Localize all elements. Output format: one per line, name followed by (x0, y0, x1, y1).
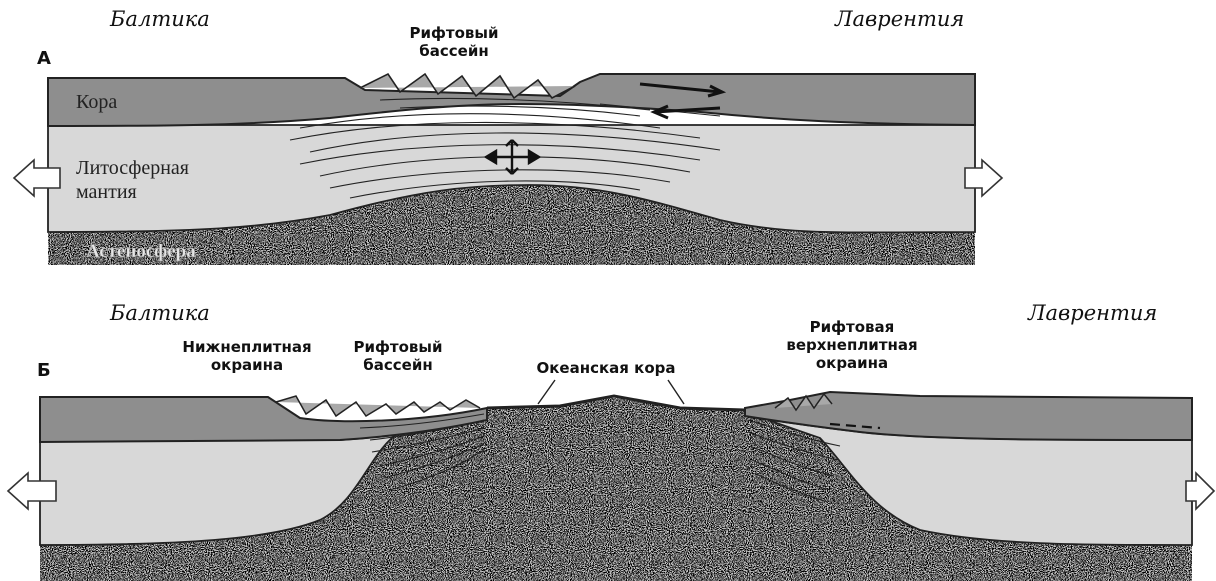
mantle-label-line2: мантия (76, 181, 137, 203)
rift-basin-label-a-line2: бассейн (419, 42, 488, 60)
rift-basin-blocks-b-left (276, 396, 480, 416)
upper-plate-label-line1: Рифтовая (810, 318, 895, 336)
upper-plate-label-line2: верхнеплитная (786, 336, 917, 354)
panel-a-letter: А (37, 48, 51, 69)
oceanic-crust-leader-left (538, 380, 555, 404)
oceanic-crust-leader-right (668, 380, 684, 404)
rift-basin-label-a-line1: Рифтовый (410, 24, 499, 42)
crust-label: Кора (76, 91, 117, 113)
panel-b-left-continent: Балтика (109, 301, 210, 325)
panel-a-right-continent: Лаврентия (834, 7, 964, 31)
panel-a-left-continent: Балтика (109, 7, 210, 31)
rift-basin-label-b-line1: Рифтовый (354, 338, 443, 356)
panel-b: Б Балтика Лаврентия Нижнеплитная окраина… (8, 301, 1214, 581)
mantle-label-line1: Литосферная (76, 157, 189, 179)
panel-a: А Балтика Лаврентия Рифтовый бассейн Кор… (14, 7, 1002, 265)
panel-b-right-continent: Лаврентия (1027, 301, 1157, 325)
panel-b-letter: Б (37, 360, 51, 381)
upper-plate-label-line3: окраина (816, 354, 888, 372)
oceanic-crust-label: Океанская кора (537, 359, 676, 377)
rift-basin-label-b-line2: бассейн (363, 356, 432, 374)
lower-plate-label-line2: окраина (211, 356, 283, 374)
asthenosphere-label: Астеносфера (86, 241, 196, 262)
lower-plate-label-line1: Нижнеплитная (182, 338, 311, 356)
